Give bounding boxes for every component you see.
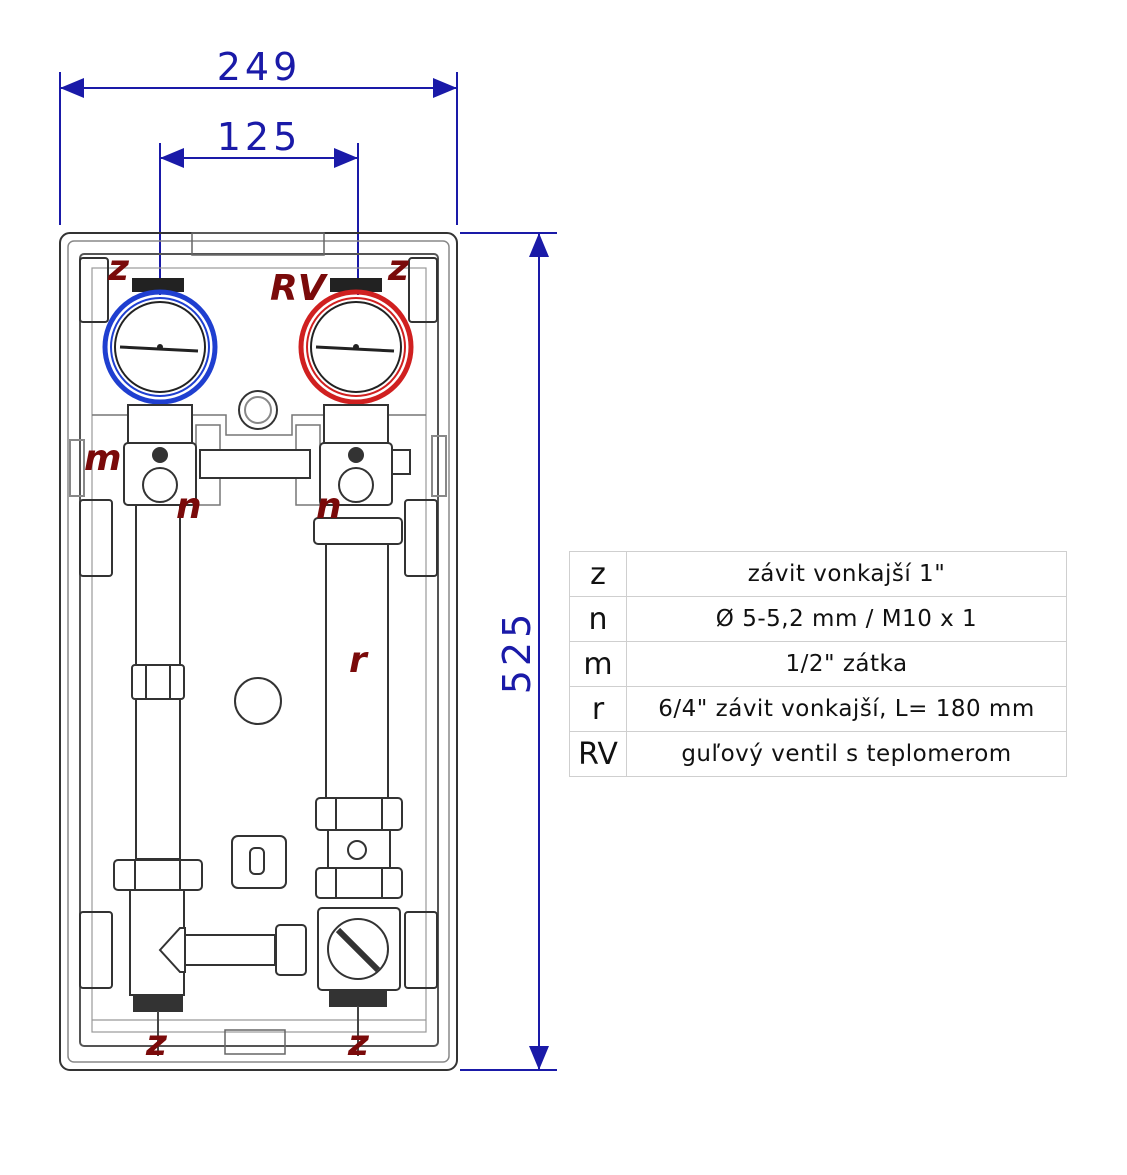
cross-pipe-top <box>199 449 311 479</box>
legend-desc: 6/4" závit vonkajší, L= 180 mm <box>626 686 1067 732</box>
legend-row: z závit vonkajší 1" <box>569 551 1067 597</box>
legend-key: n <box>569 596 627 642</box>
legend-desc: 1/2" zátka <box>626 641 1067 687</box>
legend-row: n Ø 5-5,2 mm / M10 x 1 <box>569 596 1067 642</box>
label-n-right: n <box>316 486 342 527</box>
right-thermometer-valve <box>298 278 414 506</box>
insulation-housing <box>59 232 458 1071</box>
legend-key: z <box>569 551 627 597</box>
legend-row: r 6/4" závit vonkajší, L= 180 mm <box>569 686 1067 732</box>
mixing-valve <box>158 907 401 1056</box>
width-dimension-text: 249 <box>217 45 302 89</box>
legend-row: m 1/2" zátka <box>569 641 1067 687</box>
legend-key: r <box>569 686 627 732</box>
label-r: r <box>349 640 369 681</box>
legend-key: RV <box>569 731 627 777</box>
label-z-bottom-right: z <box>347 1023 370 1064</box>
spacing-dimension-text: 125 <box>217 115 302 159</box>
legend-table: z závit vonkajší 1" n Ø 5-5,2 mm / M10 x… <box>569 551 1067 777</box>
legend-row: RV guľový ventil s teplomerom <box>569 731 1067 777</box>
legend-desc: závit vonkajší 1" <box>626 551 1067 597</box>
dimension-lines <box>59 72 557 1071</box>
label-rv: RV <box>270 268 329 309</box>
right-pipe <box>313 517 403 899</box>
left-pipe <box>113 504 203 1056</box>
legend-desc: Ø 5-5,2 mm / M10 x 1 <box>626 596 1067 642</box>
left-thermometer-valve <box>102 278 218 506</box>
label-z-bottom-left: z <box>145 1023 168 1064</box>
height-dimension-text: 525 <box>495 610 539 695</box>
label-z-top-left: z <box>107 248 130 289</box>
label-z-top-right: z <box>387 248 410 289</box>
label-m: m <box>84 438 122 479</box>
label-n-left: n <box>176 486 202 527</box>
legend-desc: guľový ventil s teplomerom <box>626 731 1067 777</box>
legend-key: m <box>569 641 627 687</box>
